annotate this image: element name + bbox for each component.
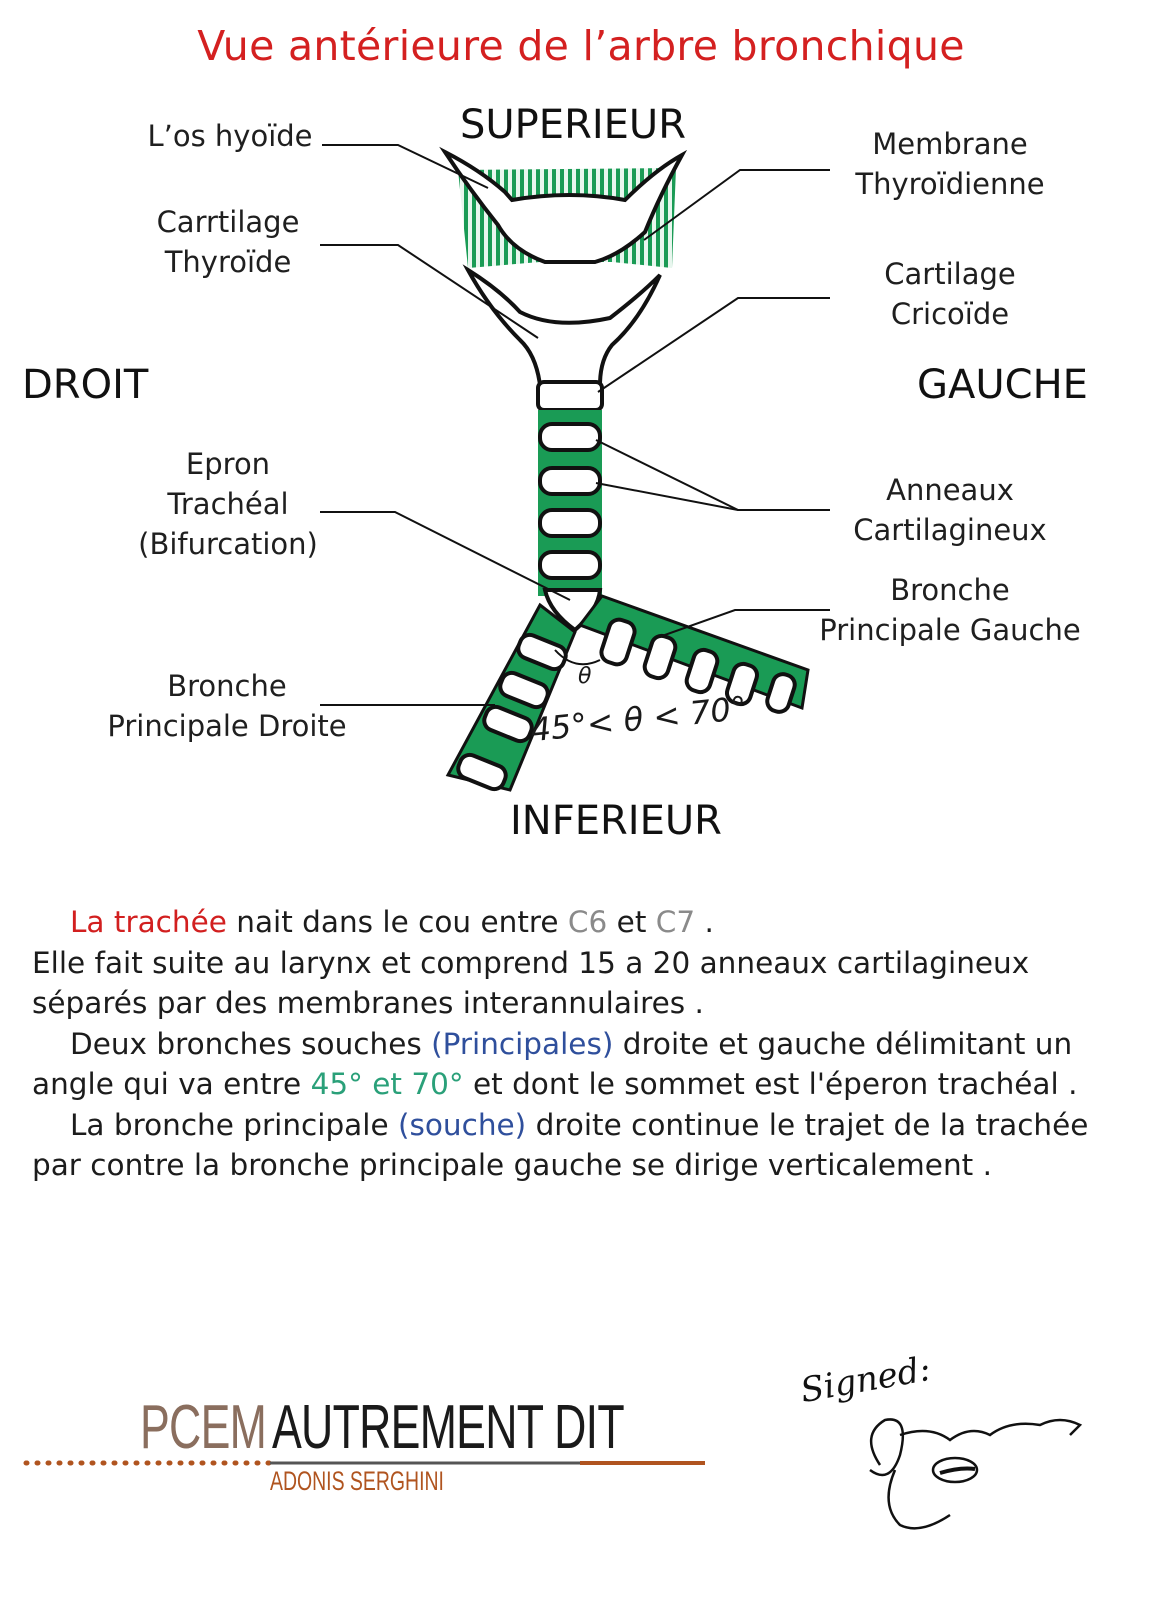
label-cricoid-line2: Cricoïde [820,294,1080,334]
label-carina-line3: (Bifurcation) [108,524,348,564]
label-right-bronchus-line2: Principale Droite [82,706,372,746]
label-carina-line1: Epron [108,444,348,484]
leader-line-carina [320,512,570,600]
tracheal-ring [540,468,600,494]
label-membrane-line2: Thyroïdienne [820,164,1080,204]
handwritten-signature [840,1395,1100,1545]
label-right-bronchus-line1: Bronche [82,666,372,706]
label-rings-line2: Cartilagineux [820,510,1080,550]
label-left-bronchus-line1: Bronche [790,570,1110,610]
label-rings: Anneaux Cartilagineux [820,470,1080,550]
tracheal-ring [540,510,600,536]
label-carina-line2: Trachéal [108,484,348,524]
footer-brand-pcem: PCEM [140,1392,266,1463]
tracheal-ring [540,552,600,578]
footer-brand-autrement-dit: AUTREMENT DIT [272,1392,624,1463]
label-thyroid: Carrtilage Thyroïde [118,202,338,282]
leader-line-rings-1 [596,440,830,510]
label-left-bronchus-line2: Principale Gauche [790,610,1110,650]
label-hyoid: L’os hyoïde [120,116,340,156]
label-rings-line1: Anneaux [820,470,1080,510]
term-souche: (souche) [398,1108,526,1142]
leader-line-rings-2 [596,483,738,510]
angle-values: 45° et 70° [311,1067,464,1101]
term-trachea: La trachée [70,905,227,939]
label-cricoid: Cartilage Cricoïde [820,254,1080,334]
label-membrane: Membrane Thyroïdienne [820,124,1080,204]
footer-author: ADONIS SERGHINI [270,1466,444,1497]
vertebra-c7: C7 [656,905,695,939]
label-left-bronchus: Bronche Principale Gauche [790,570,1110,650]
term-principales: (Principales) [431,1027,613,1061]
angle-theta: θ [578,664,591,689]
cricoid-cartilage [538,382,602,410]
paragraph-1: La trachée nait dans le cou entre C6 et … [32,902,1142,943]
description-text: La trachée nait dans le cou entre C6 et … [32,902,1142,1186]
label-thyroid-line2: Thyroïde [118,242,338,282]
thyroid-cartilage [468,270,660,385]
tracheal-ring [540,424,600,450]
paragraph-3: Deux bronches souches (Principales) droi… [32,1024,1142,1105]
label-thyroid-line1: Carrtilage [118,202,338,242]
label-cricoid-line1: Cartilage [820,254,1080,294]
paragraph-2: Elle fait suite au larynx et comprend 15… [32,943,1142,1024]
label-right-bronchus: Bronche Principale Droite [82,666,372,746]
label-carina: Epron Trachéal (Bifurcation) [108,444,348,564]
paragraph-4: La bronche principale (souche) droite co… [32,1105,1142,1186]
label-membrane-line1: Membrane [820,124,1080,164]
vertebra-c6: C6 [568,905,607,939]
